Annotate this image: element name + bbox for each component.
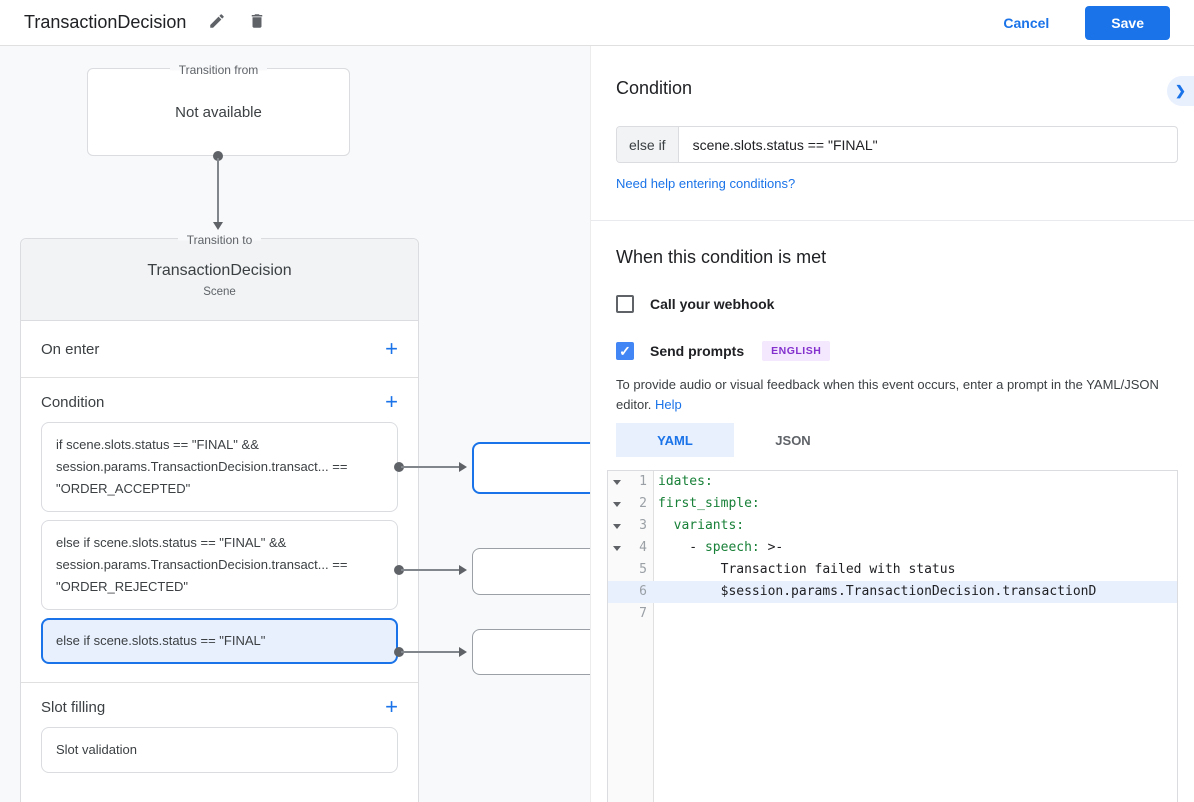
transition-target-box-1[interactable] <box>472 442 590 494</box>
scene-subtitle: Scene <box>203 285 236 298</box>
prompt-description: To provide audio or visual feedback when… <box>616 375 1176 415</box>
transition-target-box-3[interactable] <box>472 629 590 675</box>
edit-scene-button[interactable] <box>208 13 226 33</box>
code-line-4[interactable]: 4 - speech: >- <box>608 537 1177 559</box>
slot-validation-card[interactable]: Slot validation <box>41 727 398 773</box>
code-line-6-active[interactable]: 6 $session.params.TransactionDecision.tr… <box>608 581 1177 603</box>
condition-expression-field[interactable]: else if scene.slots.status == "FINAL" <box>616 126 1178 163</box>
top-bar: TransactionDecision Cancel Save <box>0 0 1194 46</box>
fold-caret-icon[interactable] <box>612 501 621 507</box>
help-link[interactable]: Help <box>655 397 682 412</box>
code-line-3[interactable]: 3 variants: <box>608 515 1177 537</box>
line-number: 1 <box>639 474 647 489</box>
condition-card-3-selected[interactable]: else if scene.slots.status == "FINAL" <box>41 618 398 664</box>
connector-line <box>401 569 459 571</box>
pencil-icon <box>208 12 226 33</box>
connector-dot <box>394 647 404 657</box>
condition-section-label: Condition <box>41 393 105 411</box>
transition-from-legend: Transition from <box>88 61 349 79</box>
code-line-7[interactable]: 7 <box>608 603 1177 625</box>
condition-editor-panel: Condition ❯ else if scene.slots.status =… <box>590 46 1194 802</box>
yaml-code-editor[interactable]: 1 idates: 2 first_simple: 3 variants: 4 … <box>607 470 1178 802</box>
save-button[interactable]: Save <box>1085 5 1170 40</box>
line-number: 5 <box>639 562 647 577</box>
on-enter-row[interactable]: On enter + <box>21 321 418 378</box>
page-title: TransactionDecision <box>24 12 187 32</box>
conditions-help-link[interactable]: Need help entering conditions? <box>616 176 796 191</box>
chevron-right-icon: ❯ <box>1175 83 1186 98</box>
arrow-right-icon <box>459 462 467 472</box>
condition-prefix-label: else if <box>617 127 679 162</box>
call-webhook-label: Call your webhook <box>650 296 775 312</box>
fold-caret-icon[interactable] <box>612 545 621 551</box>
trash-icon <box>248 12 266 33</box>
send-prompts-checkbox[interactable]: ✓ <box>616 342 634 360</box>
transition-from-box: Transition from Not available <box>87 63 350 156</box>
add-on-enter-button[interactable]: + <box>385 336 398 361</box>
line-number: 3 <box>639 518 647 533</box>
editor-tabs: YAML JSON <box>616 423 1178 457</box>
fold-caret-icon[interactable] <box>612 523 621 529</box>
when-met-title: When this condition is met <box>616 247 827 267</box>
arrow-right-icon <box>459 647 467 657</box>
slot-filling-label: Slot filling <box>41 698 106 716</box>
transition-from-value: Not available <box>175 103 262 121</box>
add-slot-button[interactable]: + <box>385 694 398 719</box>
on-enter-label: On enter <box>41 340 100 358</box>
cancel-button[interactable]: Cancel <box>1003 14 1050 31</box>
send-prompts-row: ✓ Send prompts ENGLISH <box>616 341 1178 361</box>
condition-card-1[interactable]: if scene.slots.status == "FINAL" && sess… <box>41 422 398 512</box>
prompt-description-text: To provide audio or visual feedback when… <box>616 377 1159 412</box>
slot-filling-section: Slot filling + Slot validation <box>21 683 418 791</box>
tab-json[interactable]: JSON <box>775 432 811 448</box>
connector-line <box>217 158 219 222</box>
connector-dot <box>394 462 404 472</box>
transition-to-card: Transition to TransactionDecision Scene … <box>20 233 419 802</box>
connector-dot <box>394 565 404 575</box>
arrow-down-icon <box>213 222 223 230</box>
line-number: 2 <box>639 496 647 511</box>
check-icon: ✓ <box>619 343 631 359</box>
code-line-2[interactable]: 2 first_simple: <box>608 493 1177 515</box>
line-number: 4 <box>639 540 647 555</box>
send-prompts-label: Send prompts <box>650 343 745 359</box>
connector-line <box>401 466 459 468</box>
code-line-1[interactable]: 1 idates: <box>608 471 1177 493</box>
tab-yaml[interactable]: YAML <box>616 423 734 457</box>
condition-card-2[interactable]: else if scene.slots.status == "FINAL" &&… <box>41 520 398 610</box>
add-condition-button[interactable]: + <box>385 389 398 414</box>
connector-line <box>401 651 459 653</box>
language-badge: ENGLISH <box>762 341 831 361</box>
scene-card-header[interactable]: TransactionDecision Scene <box>21 239 418 321</box>
webhook-row: Call your webhook <box>616 295 1178 313</box>
panel-title: Condition <box>616 78 693 98</box>
collapse-panel-button[interactable]: ❯ <box>1167 76 1194 106</box>
panel-divider <box>591 220 1194 221</box>
fold-caret-icon[interactable] <box>612 479 621 485</box>
line-number: 7 <box>639 606 647 621</box>
call-webhook-checkbox[interactable] <box>616 295 634 313</box>
condition-section: Condition + if scene.slots.status == "FI… <box>21 378 418 683</box>
delete-scene-button[interactable] <box>248 13 266 33</box>
line-number: 6 <box>639 584 647 599</box>
scene-title: TransactionDecision <box>147 261 292 279</box>
transition-target-box-2[interactable] <box>472 548 590 595</box>
condition-expression-value[interactable]: scene.slots.status == "FINAL" <box>692 136 878 153</box>
arrow-right-icon <box>459 565 467 575</box>
code-line-5[interactable]: 5 Transaction failed with status <box>608 559 1177 581</box>
connector-dot <box>213 151 223 161</box>
scene-diagram-canvas: Transition from Not available Transition… <box>0 46 590 802</box>
